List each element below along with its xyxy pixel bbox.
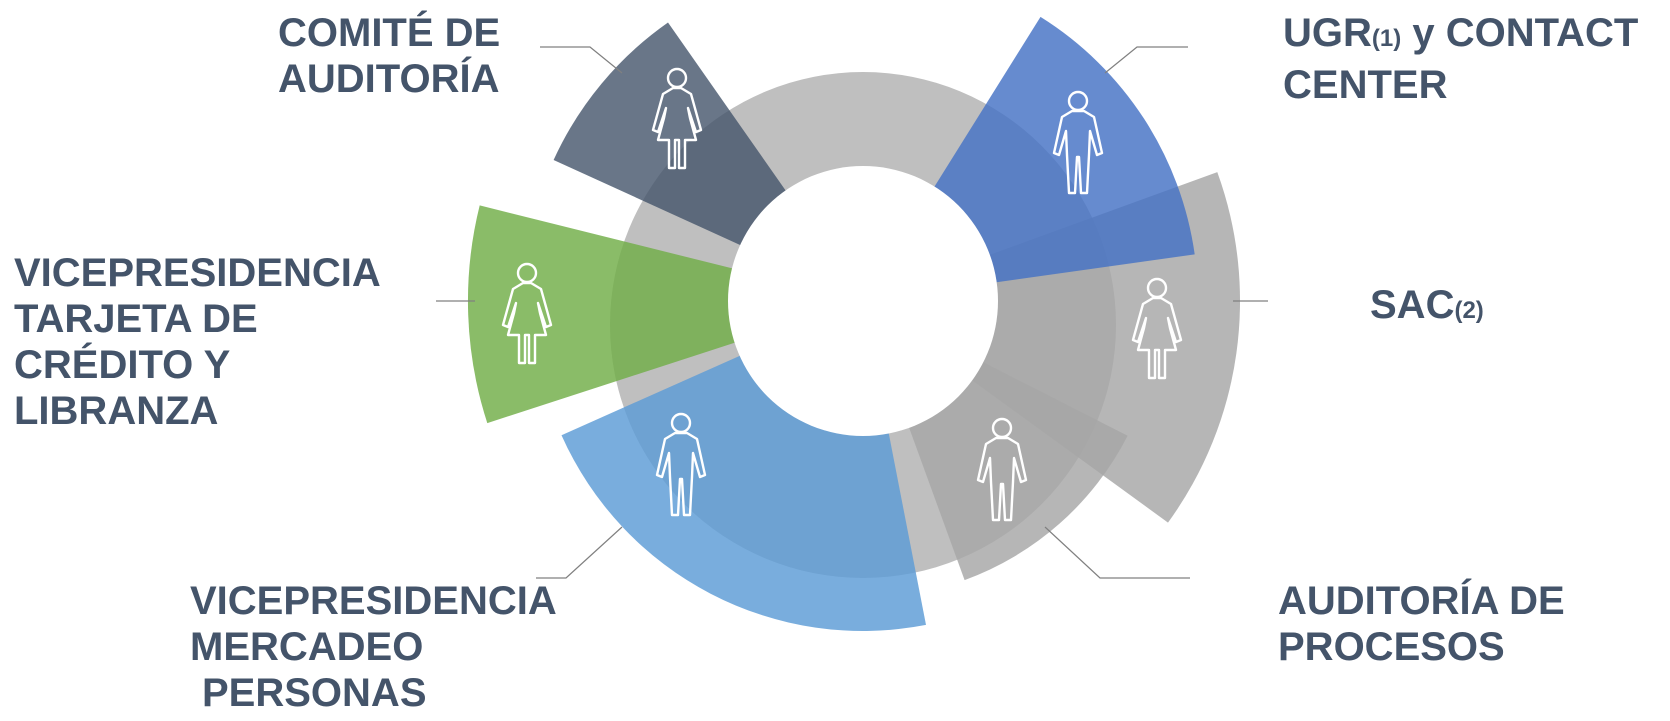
label-text: y CONTACT xyxy=(1401,11,1639,55)
label-line: CRÉDITO Y xyxy=(14,343,231,387)
person-male-icon xyxy=(976,417,1028,522)
segment-vp-tarjeta xyxy=(467,205,863,424)
connectors xyxy=(436,46,1268,579)
label-auditoria-de-procesos: AUDITORÍA DE PROCESOS xyxy=(1278,578,1565,670)
label-line: TARJETA DE xyxy=(14,297,258,341)
label-line: PERSONAS xyxy=(202,671,427,715)
label-line: VICEPRESIDENCIA xyxy=(14,251,381,295)
label-text: UGR xyxy=(1283,11,1372,55)
person-female-icon xyxy=(651,67,703,170)
label-text: SAC xyxy=(1370,283,1455,327)
label-ugr-contact-center: UGR(1) y CONTACT CENTER xyxy=(1283,10,1638,108)
label-line: UGR(1) y CONTACT xyxy=(1283,10,1638,62)
person-male-icon xyxy=(655,412,707,517)
label-vicepresidencia-mercadeo-personas: VICEPRESIDENCIA MERCADEO PERSONAS xyxy=(190,578,557,716)
label-line: CENTER xyxy=(1283,63,1448,107)
segments xyxy=(467,16,1241,631)
label-line: AUDITORÍA DE xyxy=(1278,579,1565,623)
icons xyxy=(501,67,1183,522)
label-line: LIBRANZA xyxy=(14,389,219,433)
connector-line xyxy=(1104,46,1188,74)
footnote-marker: (1) xyxy=(1371,25,1402,52)
ring-center xyxy=(728,166,998,436)
connector-line xyxy=(540,46,623,74)
connector-line xyxy=(1044,526,1190,579)
label-line: MERCADEO xyxy=(190,625,424,669)
label-line: AUDITORÍA xyxy=(278,57,500,101)
label-line: COMITÉ DE xyxy=(278,11,501,55)
label-comite-de-auditoria: COMITÉ DE AUDITORÍA xyxy=(278,10,500,102)
person-male-icon xyxy=(1052,90,1104,195)
label-line: VICEPRESIDENCIA xyxy=(190,579,557,623)
label-line: SAC(2) xyxy=(1370,282,1484,334)
connector-line xyxy=(536,526,623,579)
label-vicepresidencia-tarjeta-credito-libranza: VICEPRESIDENCIA TARJETA DE CRÉDITO Y LIB… xyxy=(14,250,381,434)
label-line: PROCESOS xyxy=(1278,625,1505,669)
person-female-icon xyxy=(501,262,553,365)
label-sac: SAC(2) xyxy=(1370,282,1484,334)
person-female-icon xyxy=(1131,277,1183,380)
footnote-marker: (2) xyxy=(1454,297,1484,324)
